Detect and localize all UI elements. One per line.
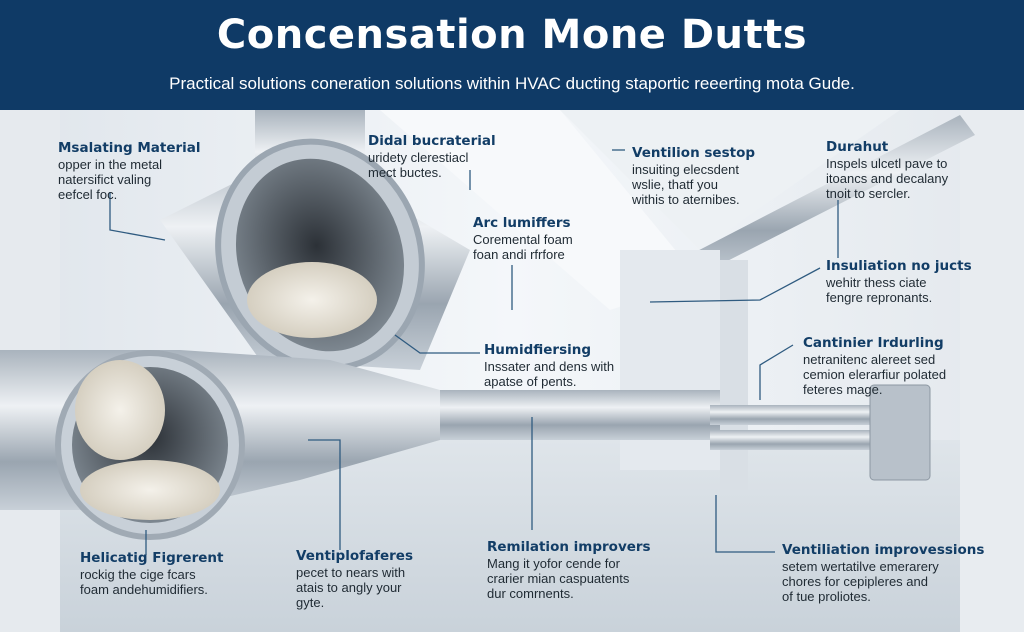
callout-text: of tue proliotes. <box>782 589 871 604</box>
upper-duct-insulation <box>247 262 377 338</box>
page-subtitle: Practical solutions coneration solutions… <box>169 74 855 93</box>
callout-humidifiersing: Humidfiersing Inssater and dens with apa… <box>484 342 615 390</box>
leader-line <box>109 192 166 241</box>
callout-text: atais to angly your <box>296 580 402 595</box>
lower-duct-insulation <box>80 460 220 520</box>
callout-ductwork: Durahut Inspels ulcetl pave to itoancs a… <box>826 139 949 202</box>
title-banner: Concensation Mone Dutts Practical soluti… <box>0 0 1024 110</box>
callout-text: rockig the cige fcars <box>80 567 196 582</box>
callout-heading: Cantinier Irdurling <box>803 335 944 351</box>
callout-text: mect buctes. <box>368 165 442 180</box>
page-title: Concensation Mone Dutts <box>216 12 808 58</box>
callout-text: tnoit to sercler. <box>826 186 911 201</box>
callout-text: Mang it yofor cende for <box>487 556 620 571</box>
callout-text: withis to aternibes. <box>632 192 740 207</box>
callout-text: wslie, thatf you <box>632 177 718 192</box>
leader-line <box>308 439 341 550</box>
callout-text: apatse of pents. <box>484 374 577 389</box>
callout-heading: Remilation improvers <box>487 539 651 555</box>
leader-line <box>394 334 480 354</box>
leader-line <box>649 267 821 303</box>
callout-heading: Durahut <box>826 139 889 155</box>
leader-lines <box>109 149 839 555</box>
callout-heading: Helicatig Figrerent <box>80 550 224 566</box>
callout-ventiplofaferes: Ventiplofaferes pecet to nears with atai… <box>296 548 413 611</box>
callout-heading: Humidfiersing <box>484 342 592 358</box>
leader-line <box>759 344 794 400</box>
callout-text: pecet to nears with <box>296 565 406 580</box>
callout-container-insulating: Cantinier Irdurling netranitenc alereet … <box>803 335 947 398</box>
callout-text: opper in the metal <box>58 157 163 172</box>
callout-text: fengre repronants. <box>826 290 933 305</box>
callout-text: eefcel foc. <box>58 187 118 202</box>
callout-duct-material: Didal bucraterial uridety clerestiacl me… <box>368 133 496 181</box>
callout-ventilation-improvessions: Ventiliation improvessions setem wertati… <box>782 542 985 605</box>
callout-text: setem wertatilve emerarery <box>782 559 939 574</box>
callout-text: chores for cepipleres and <box>782 574 928 589</box>
callout-text: cemion elerarfiur polated <box>803 367 947 382</box>
callout-ventilation-setup: Ventilion sestop insuiting elecsdent wsl… <box>632 145 756 208</box>
callout-heading: Insuliation no jucts <box>826 258 972 274</box>
callout-helicating-figrerent: Helicatig Figrerent rockig the cige fcar… <box>80 550 224 598</box>
callout-text: Inspels ulcetl pave to <box>826 156 948 171</box>
callout-heading: Ventiplofaferes <box>296 548 413 564</box>
callout-text: Inssater and dens with <box>484 359 615 374</box>
callout-text: foam andehumidifiers. <box>80 582 208 597</box>
callout-text: crarier mian caspuatents <box>487 571 630 586</box>
callout-heading: Msalating Material <box>58 140 201 156</box>
callout-text: gyte. <box>296 595 325 610</box>
callout-heading: Didal bucraterial <box>368 133 496 149</box>
callout-text: foan andi rfrfore <box>473 247 565 262</box>
callout-heading: Ventiliation improvessions <box>782 542 985 558</box>
callout-text: itoancs and decalany <box>826 171 949 186</box>
callout-text: dur comrnents. <box>487 586 574 601</box>
callout-text: wehitr thess ciate <box>826 275 927 290</box>
callout-remilation-improvers: Remilation improvers Mang it yofor cende… <box>487 539 651 602</box>
hvac-duct-illustration <box>0 110 1024 632</box>
callout-text: Coremental foam <box>473 232 573 247</box>
leader-line <box>715 495 775 553</box>
callout-heading: Ventilion sestop <box>632 145 756 161</box>
callout-humidifiers: Arc lumiffers Coremental foam foan andi … <box>473 215 573 263</box>
callout-heading: Arc lumiffers <box>473 215 571 231</box>
callout-text: insuiting elecsdent <box>632 162 739 177</box>
callout-insulating-material: Msalating Material opper in the metal na… <box>58 140 201 203</box>
callout-text: netranitenc alereet sed <box>803 352 936 367</box>
callout-text: uridety clerestiacl <box>368 150 469 165</box>
callout-insulation-ducts: Insuliation no jucts wehitr thess ciate … <box>826 258 972 306</box>
callout-text: feteres mage. <box>803 382 883 397</box>
callout-text: natersifict valing <box>58 172 152 187</box>
